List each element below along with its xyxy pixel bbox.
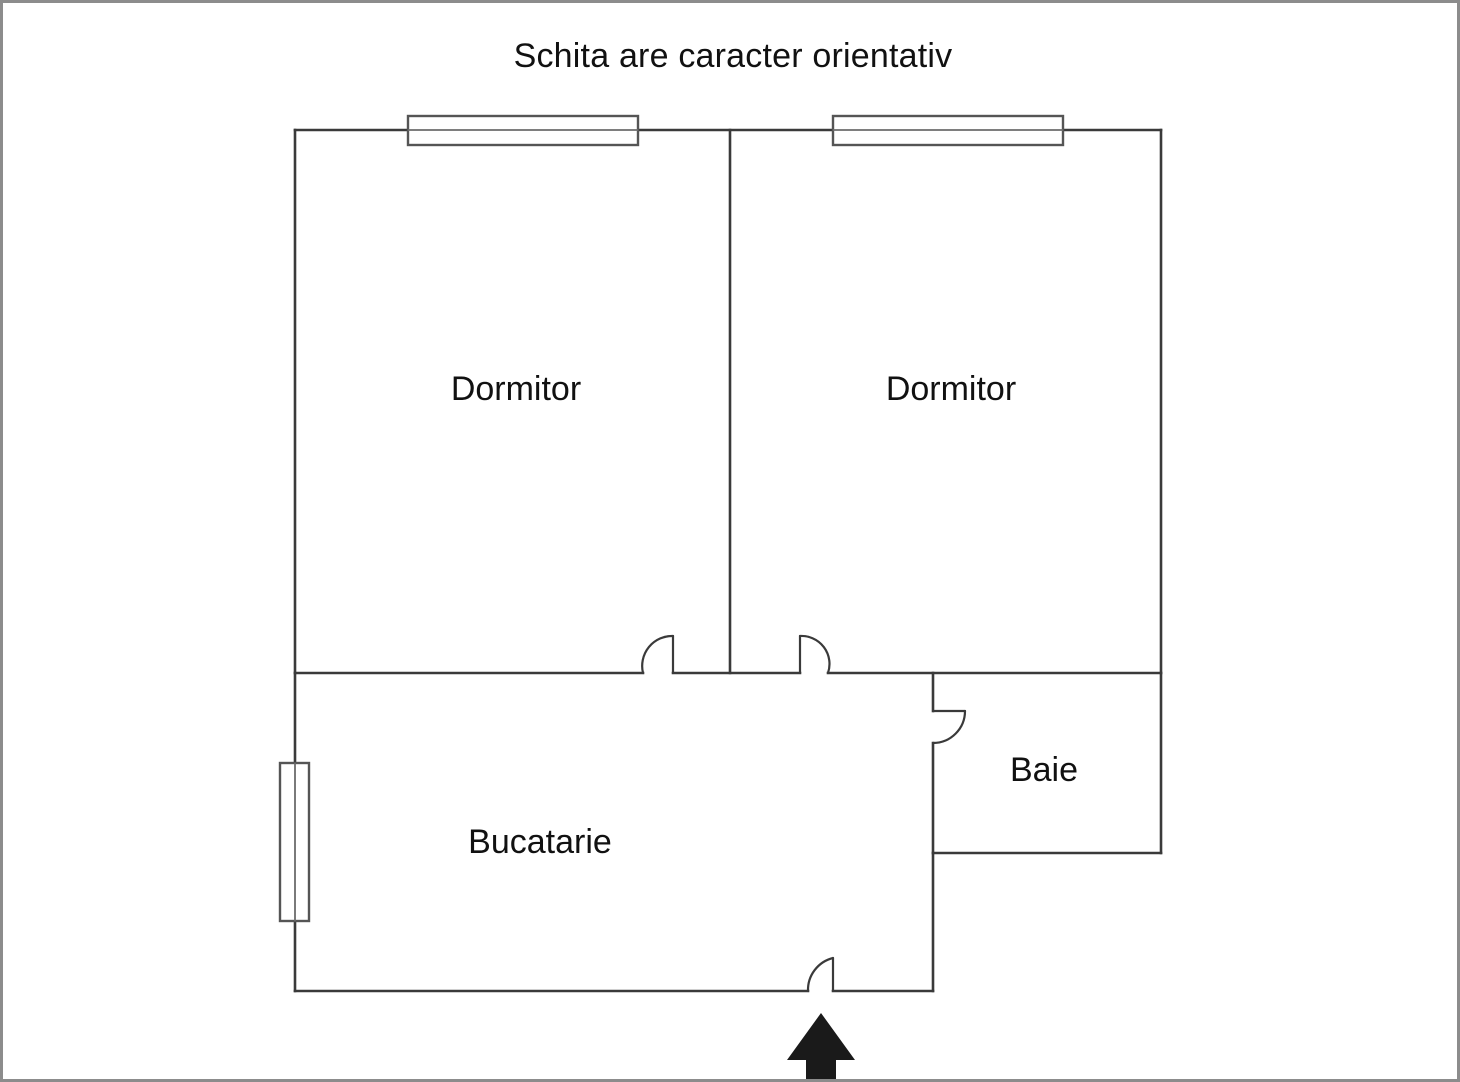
room-label-bucatarie: Bucatarie	[468, 823, 612, 861]
window-mullions-group	[294, 129, 1063, 921]
room-label-dormitor-right: Dormitor	[886, 370, 1016, 408]
entrance-arrow-icon	[787, 1013, 855, 1079]
floor-plan-drawing: Dormitor Dormitor Bucatarie Baie	[278, 114, 1163, 1079]
room-label-dormitor-left: Dormitor	[451, 370, 581, 408]
doors-group	[641, 634, 967, 993]
door-dormitor-right-swing-arc	[798, 634, 831, 675]
page-title: Schita are caracter orientativ	[513, 37, 953, 75]
room-labels-group: Dormitor Dormitor Bucatarie Baie	[451, 370, 1078, 861]
door-baie-swing-arc	[931, 709, 967, 745]
walls-group	[293, 128, 1163, 993]
windows-group	[278, 114, 1065, 923]
door-intrare-swing-arc	[806, 956, 835, 993]
room-label-baie: Baie	[1010, 751, 1078, 789]
door-dormitor-left-swing-arc	[641, 634, 675, 675]
